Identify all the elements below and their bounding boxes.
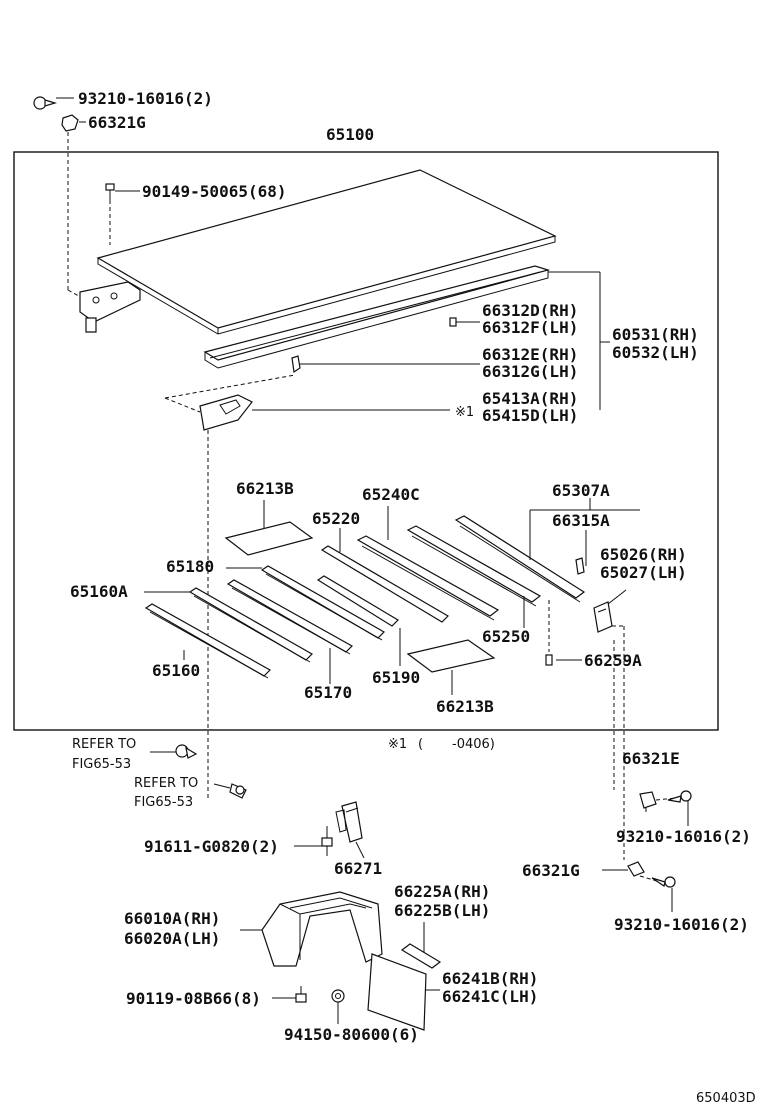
label-65170: 65170 bbox=[304, 683, 352, 702]
pin-66315a-icon bbox=[575, 557, 585, 575]
label-66271: 66271 bbox=[334, 859, 382, 878]
crossmember-65250-icon bbox=[406, 525, 542, 607]
label-66225b: 66225B(LH) bbox=[394, 901, 490, 920]
footnote-mark: ※1 bbox=[388, 737, 407, 752]
nut-top-icon bbox=[61, 114, 79, 132]
pad-top-icon bbox=[224, 521, 314, 556]
flange-bolt-icon bbox=[321, 826, 333, 856]
mudflap-icon bbox=[367, 953, 427, 1031]
label-65026: 65026(RH) bbox=[600, 545, 687, 564]
label-clip-lh: 66312G(LH) bbox=[482, 362, 578, 381]
label-rail-rh: 66312D(RH) bbox=[482, 301, 578, 320]
label-rail-lh: 66312F(LH) bbox=[482, 318, 578, 337]
deck-board-icon bbox=[96, 169, 557, 335]
label-pad-top: 66213B bbox=[236, 479, 294, 498]
label-bracket-note: ※1 bbox=[455, 405, 474, 420]
corner-bracket-icon bbox=[79, 281, 141, 333]
plug-66259a-icon bbox=[545, 654, 553, 666]
refer-1-line-2: FIG65-53 bbox=[72, 757, 131, 772]
refer-bolt-icon-1 bbox=[175, 744, 198, 759]
refer-bolt-icon-2 bbox=[229, 783, 247, 799]
footnote-open: ( bbox=[418, 737, 423, 752]
crossmember-65160-icon bbox=[144, 603, 271, 679]
label-bracket-lh: 65415D(LH) bbox=[482, 406, 578, 425]
label-65220: 65220 bbox=[312, 509, 360, 528]
screw-icon bbox=[105, 183, 115, 200]
label-bracket-rh: 65413A(RH) bbox=[482, 389, 578, 408]
crossmember-65307a-icon bbox=[454, 515, 586, 603]
nut-94150-icon bbox=[331, 989, 345, 1003]
label-65027: 65027(LH) bbox=[600, 563, 687, 582]
label-66315a: 66315A bbox=[552, 511, 610, 530]
mount-bracket-icon bbox=[335, 801, 363, 843]
nut-66321e-icon bbox=[639, 791, 657, 809]
bolt-90119-icon bbox=[295, 986, 307, 1003]
label-nut-top: 66321G bbox=[88, 113, 146, 132]
crossmember-65180-icon bbox=[260, 565, 385, 641]
crossmember-65190-icon bbox=[316, 575, 399, 627]
pad-bottom-icon bbox=[406, 639, 496, 673]
stake-bracket-icon bbox=[199, 394, 253, 431]
assembly-box bbox=[13, 151, 719, 731]
bolt-right-2-icon bbox=[651, 876, 676, 888]
label-94150: 94150-80600(6) bbox=[284, 1025, 419, 1044]
refer-2-line-1: REFER TO bbox=[134, 776, 198, 791]
label-65180: 65180 bbox=[166, 557, 214, 576]
label-65160a: 65160A bbox=[70, 582, 128, 601]
label-clip-rh: 66312E(RH) bbox=[482, 345, 578, 364]
fender-icon bbox=[261, 891, 383, 967]
crossmember-65220-icon bbox=[320, 545, 449, 623]
label-66010a: 66010A(RH) bbox=[124, 909, 220, 928]
label-screw: 90149-50065(68) bbox=[142, 182, 287, 201]
crossmember-65170-icon bbox=[226, 579, 353, 655]
label-65240c: 65240C bbox=[362, 485, 420, 504]
crossmember-65160a-icon bbox=[188, 587, 313, 663]
label-66225a: 66225A(RH) bbox=[394, 882, 490, 901]
label-side-rh: 60531(RH) bbox=[612, 325, 699, 344]
label-65190: 65190 bbox=[372, 668, 420, 687]
label-bolt-right-1: 93210-16016(2) bbox=[616, 827, 751, 846]
hinge-bracket-icon bbox=[593, 601, 613, 633]
bolt-right-1-icon bbox=[667, 790, 692, 803]
clip-icon bbox=[291, 355, 301, 374]
label-bolt-right-2: 93210-16016(2) bbox=[614, 915, 749, 934]
label-66259a: 66259A bbox=[584, 651, 642, 670]
label-side-lh: 60532(LH) bbox=[612, 343, 699, 362]
rail-pin-icon bbox=[449, 317, 480, 327]
label-66020a: 66020A(LH) bbox=[124, 929, 220, 948]
footnote-code: -0406) bbox=[452, 737, 495, 752]
label-65307a: 65307A bbox=[552, 481, 610, 500]
label-66241c: 66241C(LH) bbox=[442, 987, 538, 1006]
label-65160: 65160 bbox=[152, 661, 200, 680]
refer-1-line-1: REFER TO bbox=[72, 737, 136, 752]
crossmember-65240c-icon bbox=[356, 535, 500, 621]
figure-code: 650403D bbox=[696, 1091, 756, 1106]
label-90119: 90119-08B66(8) bbox=[126, 989, 261, 1008]
side-rail-icon bbox=[203, 265, 551, 369]
label-assembly: 65100 bbox=[326, 125, 374, 144]
label-66321e: 66321E bbox=[622, 749, 680, 768]
label-65250: 65250 bbox=[482, 627, 530, 646]
bolt-top-icon bbox=[33, 96, 58, 110]
refer-2-line-2: FIG65-53 bbox=[134, 795, 193, 810]
label-66241b: 66241B(RH) bbox=[442, 969, 538, 988]
label-91611: 91611-G0820(2) bbox=[144, 837, 279, 856]
stay-icon bbox=[400, 943, 442, 969]
label-pad-bottom: 66213B bbox=[436, 697, 494, 716]
nut-66321g-bottom-icon bbox=[627, 861, 645, 877]
label-bolt-top: 93210-16016(2) bbox=[78, 89, 213, 108]
label-66321g-bottom: 66321G bbox=[522, 861, 580, 880]
